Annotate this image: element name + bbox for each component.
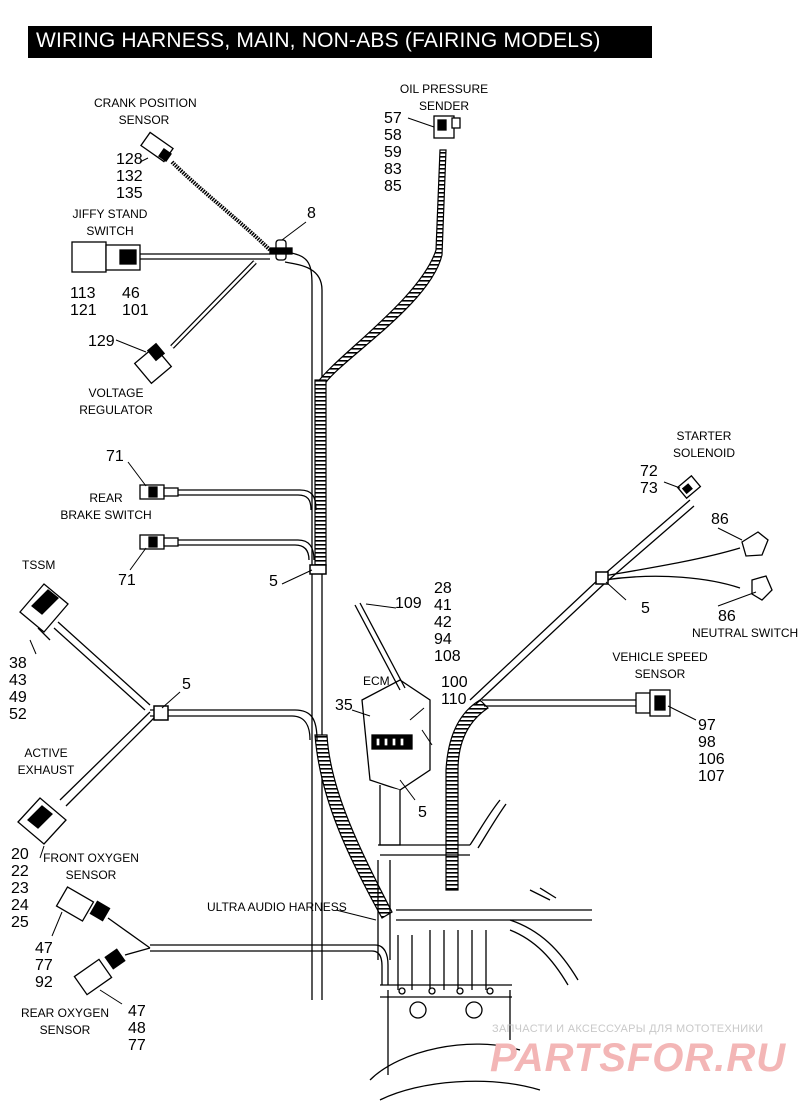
- ultra-audio-harness-label: ULTRA AUDIO HARNESS: [207, 900, 347, 914]
- watermark-brand: PARTSFOR.RU: [490, 1036, 787, 1080]
- ecm-strap-callout: 109: [395, 595, 422, 612]
- ecm-left-callout: 35: [335, 697, 353, 714]
- clip-mid-callout: 5: [269, 573, 278, 590]
- clip-right-shape: [595, 571, 609, 585]
- neutral-upper-callout: 86: [711, 511, 729, 528]
- active-exhaust-shape: [17, 797, 67, 845]
- frame-structure: [369, 799, 592, 1101]
- left-branch: [59, 709, 318, 807]
- brake-switch-lower-callout: 71: [118, 572, 136, 589]
- main-trunk: [284, 251, 323, 1000]
- neutral-lower-callout: 86: [718, 608, 736, 625]
- voltage-regulator-shape: [133, 260, 257, 385]
- jiffy-stand-switch-shape: [71, 241, 270, 273]
- starter-solenoid-shape: [676, 474, 702, 500]
- right-sleeve: [445, 699, 489, 891]
- oil-pressure-sender-shape: [433, 115, 461, 139]
- voltage-regulator-callout: 129: [88, 333, 115, 350]
- clip-8-shape: [269, 239, 293, 261]
- clip-left-callout: 5: [182, 676, 191, 693]
- clip-ecm-callout: 5: [418, 804, 427, 821]
- front-oxygen-sensor-shape: [55, 886, 151, 949]
- watermark-tagline: ЗАПЧАСТИ И АКСЕССУАРЫ ДЛЯ МОТОТЕХНИКИ: [492, 1023, 764, 1035]
- rear-brake-switch-lower-shape: [139, 534, 315, 561]
- frame-circles: [398, 987, 494, 1019]
- speed-sensor-shape: [482, 689, 671, 717]
- title-bar: [28, 26, 652, 58]
- trunk-sleeve: [314, 734, 393, 919]
- neutral-switch-shape: [741, 531, 773, 601]
- clip-right-callout: 5: [641, 600, 650, 617]
- clip-8-callout: 8: [307, 205, 316, 222]
- ecm-shape: [354, 602, 431, 846]
- tssm-shape: [19, 583, 151, 711]
- oxygen-harness: [150, 944, 389, 985]
- ecm-label: ECM: [363, 674, 390, 688]
- page-title: WIRING HARNESS, MAIN, NON-ABS (FAIRING M…: [36, 29, 601, 52]
- tssm-label: TSSM: [22, 558, 56, 572]
- brake-switch-upper-callout: 71: [106, 448, 124, 465]
- clip-mid-shape: [309, 564, 327, 575]
- neutral-switch-label: NEUTRAL SWITCH: [692, 626, 799, 640]
- trunk-sleeve-mid: [314, 379, 327, 566]
- oil-sender-sleeve: [315, 149, 447, 396]
- rear-brake-switch-upper-shape: [139, 484, 317, 511]
- rear-oxygen-sensor-shape: [73, 947, 151, 996]
- leader-lines: [29, 117, 757, 1005]
- clip-left-shape: [153, 705, 169, 721]
- crank-position-sensor-shape: [140, 131, 274, 254]
